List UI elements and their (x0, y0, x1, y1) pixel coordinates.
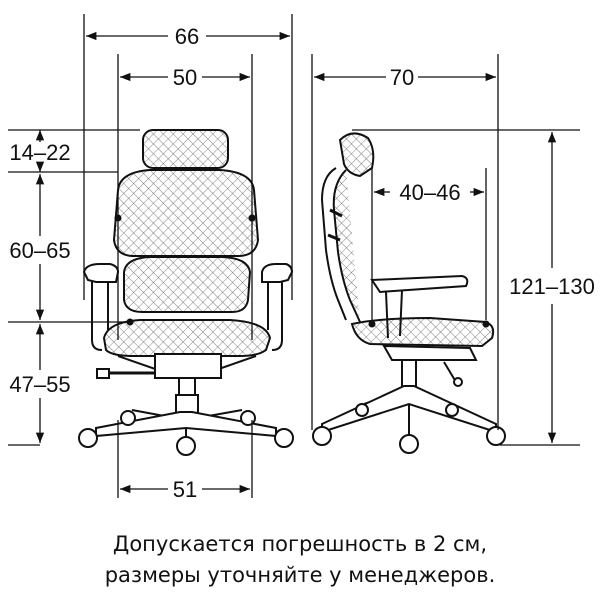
dim-seat-depth: 40–46 (399, 180, 460, 205)
manager-note: размеры уточняйте у менеджеров. (104, 563, 496, 587)
armrest-right (261, 263, 294, 283)
front-view-chair (78, 129, 294, 456)
seat (102, 319, 272, 357)
side-armrest (370, 274, 469, 294)
caster (176, 436, 196, 456)
caster (120, 410, 136, 426)
dim-headrest-adjust: 14–22 (9, 140, 70, 165)
headrest (142, 129, 229, 169)
caster (78, 428, 98, 448)
dim-width-back: 50 (173, 65, 197, 90)
dim-depth-total: 70 (390, 65, 414, 90)
measurement-points (114, 214, 490, 328)
tolerance-note: Допускается погрешность в 2 см, (112, 532, 488, 556)
side-headrest (338, 132, 375, 178)
dim-total-height: 121–130 (509, 274, 595, 299)
caster (240, 410, 256, 426)
dimension-lines-front (8, 14, 293, 498)
backrest (112, 169, 260, 257)
side-view-chair (312, 132, 506, 454)
dim-seat-height: 47–55 (9, 372, 70, 397)
caster (274, 428, 294, 448)
dim-width-total: 66 (175, 24, 199, 49)
dimension-lines-side (311, 54, 580, 446)
armrest-left (82, 263, 120, 283)
dim-base-width: 51 (173, 477, 197, 502)
lumbar-support (123, 256, 252, 313)
side-backrest (320, 167, 347, 321)
dim-back-height: 60–65 (9, 238, 70, 263)
